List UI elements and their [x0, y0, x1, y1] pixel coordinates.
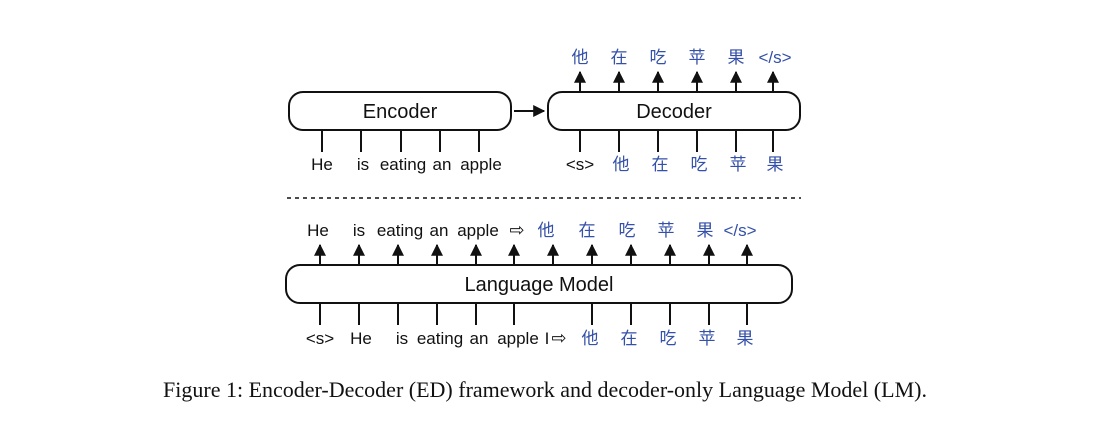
lm-output-token: 苹: [658, 221, 675, 241]
lm-output-token: 果: [697, 221, 714, 241]
decoder-box: [547, 91, 801, 131]
decoder-output-token: 在: [611, 48, 628, 68]
decoder-input-token: <s>: [566, 155, 594, 174]
encoder-decoder-section: Encoder He is eating an apple Decoder: [288, 48, 801, 175]
lm-input-token: an: [470, 329, 489, 348]
lm-input-token: <s>: [306, 329, 334, 348]
decoder-input-token: 在: [652, 155, 669, 175]
lm-input-token: 吃: [660, 329, 677, 349]
encoder-input-token: apple: [460, 155, 502, 174]
lm-input-token: 在: [621, 329, 638, 349]
encoder-input-token: is: [357, 155, 369, 174]
decoder-input-token: 吃: [691, 155, 708, 175]
encoder-label: Encoder: [363, 101, 438, 123]
lm-output-token: 在: [579, 221, 596, 241]
lm-input-token: 果: [737, 329, 754, 349]
figure-caption: Figure 1: Encoder-Decoder (ED) framework…: [163, 377, 927, 402]
lm-input-separator-glyph: ⇨: [551, 328, 566, 349]
lm-input-token: apple: [497, 329, 539, 348]
decoder-output-token: 果: [728, 48, 745, 68]
lm-output-token: apple: [457, 221, 499, 240]
lm-input-token: eating: [417, 329, 463, 348]
lm-output-token: is: [353, 221, 365, 240]
language-model-label: Language Model: [464, 274, 613, 296]
decoder-output-token: 他: [572, 48, 589, 68]
lm-input-token: 他: [582, 329, 599, 349]
decoder-block: Decoder <s> 他 在 吃 苹 果 他 在 吃: [547, 48, 801, 175]
decoder-input-token: 他: [613, 155, 630, 175]
text-cursor-icon: I: [545, 329, 550, 348]
encoder-input-token: eating: [380, 155, 426, 174]
lm-output-token: an: [430, 221, 449, 240]
lm-output-separator-glyph: ⇨: [509, 220, 524, 241]
language-model-box: [285, 264, 793, 304]
decoder-input-token: 果: [767, 155, 784, 175]
encoder-input-token: an: [433, 155, 452, 174]
lm-input-token: is: [396, 329, 408, 348]
lm-output-token: 吃: [619, 221, 636, 241]
decoder-label: Decoder: [636, 101, 712, 123]
decoder-output-token: 吃: [650, 48, 667, 68]
encoder-block: Encoder He is eating an apple: [288, 91, 512, 174]
decoder-output-token: 苹: [689, 48, 706, 68]
decoder-input-token: 苹: [730, 155, 747, 175]
lm-output-token: 他: [538, 221, 555, 241]
lm-input-token: 苹: [699, 329, 716, 349]
encoder-input-token: He: [311, 155, 333, 174]
lm-input-token: He: [350, 329, 372, 348]
language-model-section: Language Model He is eating an apple ⇨ 他…: [285, 220, 793, 349]
lm-output-token: </s>: [723, 221, 756, 240]
lm-output-token: eating: [377, 221, 423, 240]
decoder-output-token: </s>: [758, 48, 791, 67]
lm-output-token: He: [307, 221, 329, 240]
